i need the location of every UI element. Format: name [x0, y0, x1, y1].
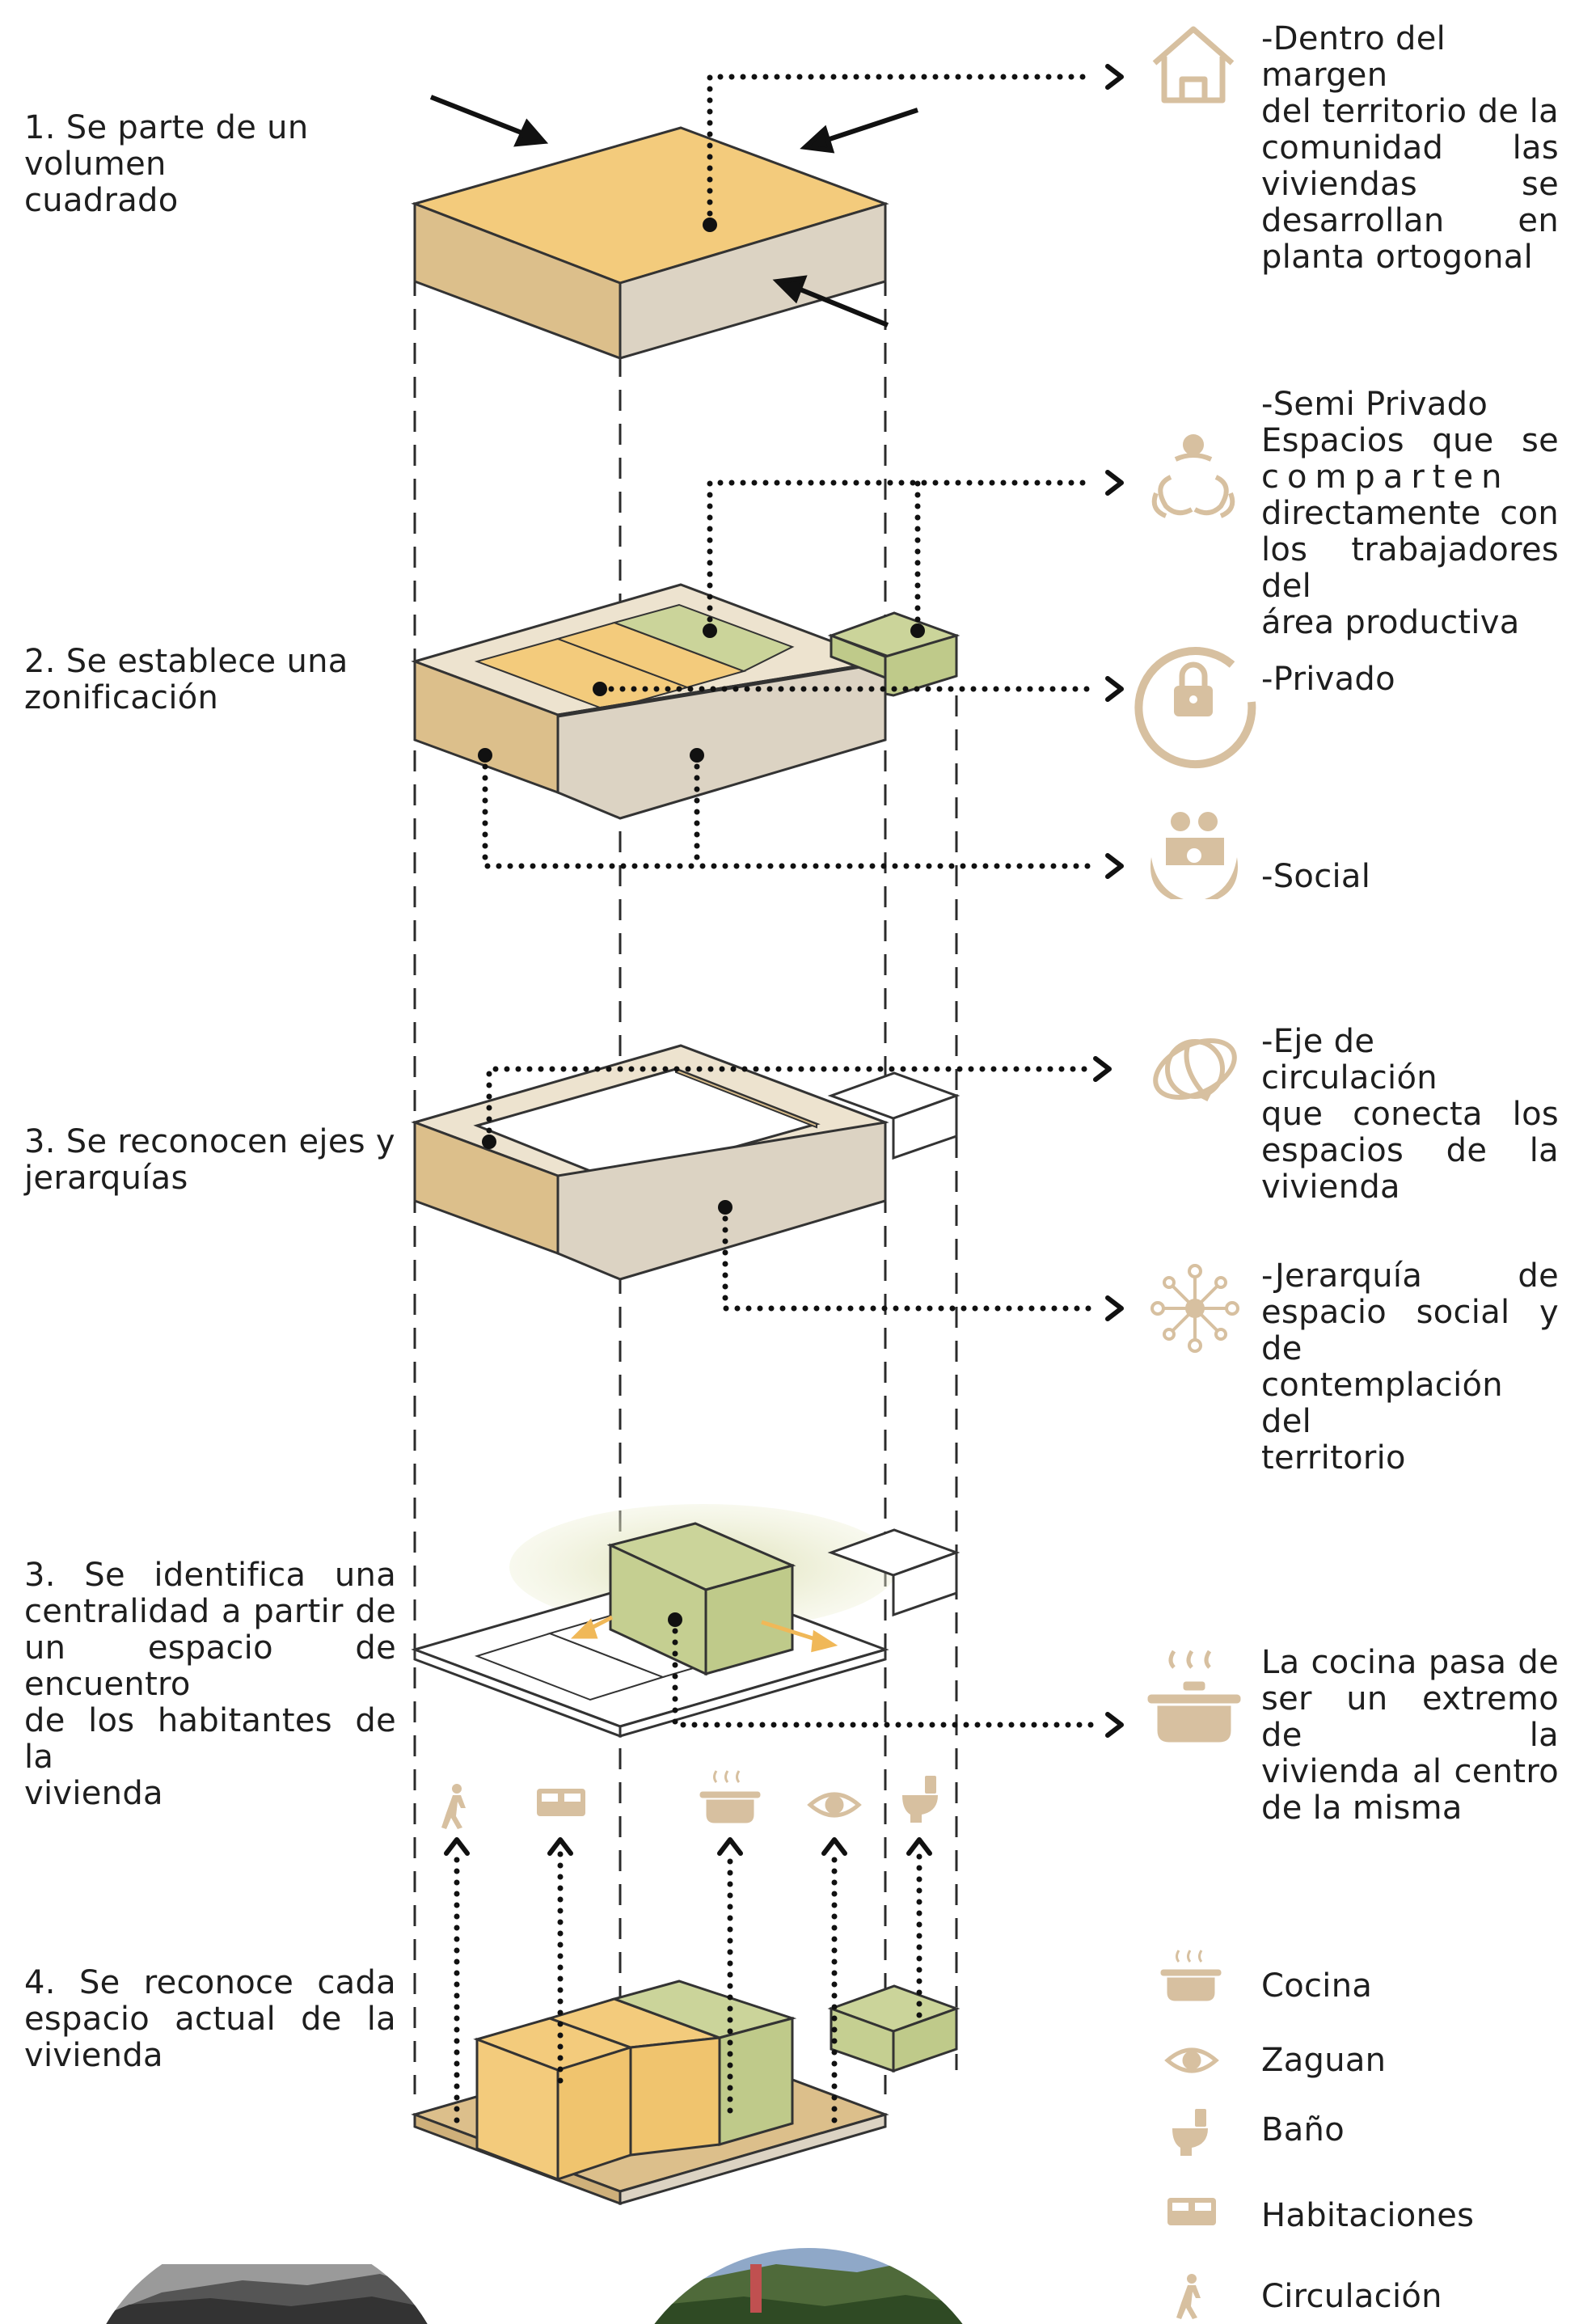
step3-volume	[411, 1044, 960, 1281]
step3-text: 3. Se reconocen ejes y jerarquías	[24, 1123, 395, 1197]
eye-icon	[1164, 2047, 1219, 2073]
circulation-axis-icon	[1153, 1038, 1237, 1102]
landscape-photo-right	[614, 2248, 1003, 2324]
note-territory: -Dentro del margen del territorio de la …	[1261, 20, 1559, 276]
note-circulation-axis: -Eje de circulación que conecta los espa…	[1261, 1023, 1559, 1206]
note-hierarchy: -Jerarquía de espacio social y de contem…	[1261, 1257, 1559, 1477]
step4-text: 3. Se identifica una centralidad a parti…	[24, 1557, 396, 1812]
eye-icon	[807, 1792, 862, 1818]
step1-text: 1. Se parte de un volumen cuadrado	[24, 109, 309, 219]
connector-dots	[478, 218, 925, 1627]
projection-lines	[413, 275, 958, 2167]
cooking-pot-icon	[1147, 1650, 1241, 1743]
landscape-photo-left	[81, 2264, 453, 2324]
lock-icon	[1134, 647, 1256, 769]
note-private: -Privado	[1261, 661, 1395, 698]
step4-centrality	[411, 1504, 960, 1739]
family-hands-icon	[1150, 812, 1238, 899]
note-social: -Social	[1261, 858, 1371, 895]
step1-volume	[411, 126, 889, 361]
step2-volume	[411, 583, 960, 820]
walking-person-icon	[1176, 2274, 1201, 2319]
house-icon	[1152, 26, 1235, 104]
dotted-connectors	[454, 74, 1095, 2123]
cooking-pot-icon	[699, 1770, 761, 1823]
cooking-pot-icon	[1160, 1950, 1222, 2001]
note-semi-private: -Semi Privado Espacios que se comparten …	[1261, 386, 1559, 641]
legend-bano: Baño	[1261, 2111, 1345, 2149]
toilet-icon	[902, 1776, 938, 1823]
note-kitchen: La cocina pasa de ser un extremo de la v…	[1261, 1644, 1559, 1827]
step1-arrows	[429, 95, 918, 327]
bed-icon	[1167, 2198, 1216, 2225]
bed-icon	[537, 1789, 585, 1816]
step5-spaces	[411, 1980, 960, 2206]
step5-text: 4. Se reconoce cada espacio actual de la…	[24, 1964, 396, 2074]
legend-circulacion: Circulación	[1261, 2278, 1442, 2315]
toilet-icon	[1172, 2109, 1208, 2156]
walking-person-icon	[441, 1784, 466, 1829]
legend-cocina: Cocina	[1261, 1967, 1373, 2005]
connector-arrowheads	[444, 64, 1124, 1856]
handshake-circle-icon	[1151, 434, 1235, 518]
legend-habitaciones: Habitaciones	[1261, 2197, 1475, 2234]
step2-text: 2. Se establece una zonificación	[24, 643, 348, 716]
network-icon	[1150, 1264, 1239, 1353]
legend-zaguan: Zaguan	[1261, 2042, 1387, 2079]
